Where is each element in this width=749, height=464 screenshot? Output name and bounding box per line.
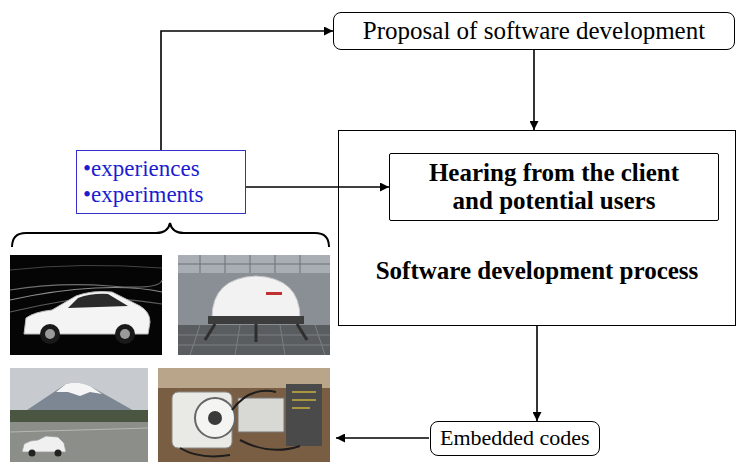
flow-arrow <box>161 31 333 150</box>
car-wheel <box>40 324 60 344</box>
test-car <box>22 436 66 452</box>
floor-rails <box>178 325 330 355</box>
process-frame: Software development process Hearing from… <box>338 130 736 326</box>
flywheel <box>195 398 235 438</box>
mountain <box>24 382 136 412</box>
car-wheel <box>29 450 36 457</box>
flow-arrow <box>536 326 538 421</box>
hall-floor <box>178 325 330 355</box>
car-rim <box>45 329 55 339</box>
streamline <box>10 265 162 270</box>
cables <box>180 391 300 457</box>
rounded-box: Proposal of software development <box>333 12 735 50</box>
wind-tunnel-photo <box>10 255 162 355</box>
tree-line <box>10 410 148 422</box>
mountain-snow <box>56 382 102 396</box>
flow-arrow <box>533 50 535 130</box>
car-rim <box>120 329 130 339</box>
test-track-photo <box>10 368 148 462</box>
dynamometer <box>238 398 284 432</box>
photo-ground <box>178 255 330 355</box>
ceiling-truss <box>178 255 330 273</box>
dome-platform <box>208 316 304 324</box>
rounded-box: Embedded codes <box>430 421 600 456</box>
node-text: Hearing from the client and potential us… <box>428 159 680 215</box>
brace <box>12 223 329 247</box>
node-text: •experiments <box>83 182 203 208</box>
dome-logo <box>266 292 282 295</box>
flywheel-hub <box>208 411 222 425</box>
photo-ground <box>10 255 162 355</box>
flow-arrow <box>246 186 389 188</box>
track-surface <box>10 422 148 462</box>
node-text: Embedded codes <box>440 426 590 451</box>
car-wheel <box>55 450 62 457</box>
node-text: Proposal of software development <box>363 17 705 45</box>
hall-ceiling <box>178 255 330 273</box>
node-text: Software development process <box>376 257 699 285</box>
source-box: •experiences•experiments <box>76 150 246 214</box>
platform-legs <box>205 324 307 342</box>
sky <box>10 368 148 462</box>
simulator-dome <box>212 276 300 318</box>
simulator-photo <box>178 255 330 355</box>
control-unit <box>286 384 322 446</box>
node-text: •experiences <box>83 156 200 182</box>
track-mark <box>10 428 148 432</box>
photo-ground <box>158 368 330 462</box>
engine-bench-photo <box>158 368 330 462</box>
car-window <box>68 294 128 308</box>
process-box: Hearing from the client and potential us… <box>389 153 719 221</box>
pointer-arrow <box>336 437 429 439</box>
car-wheel <box>115 324 135 344</box>
wiring <box>292 392 316 408</box>
